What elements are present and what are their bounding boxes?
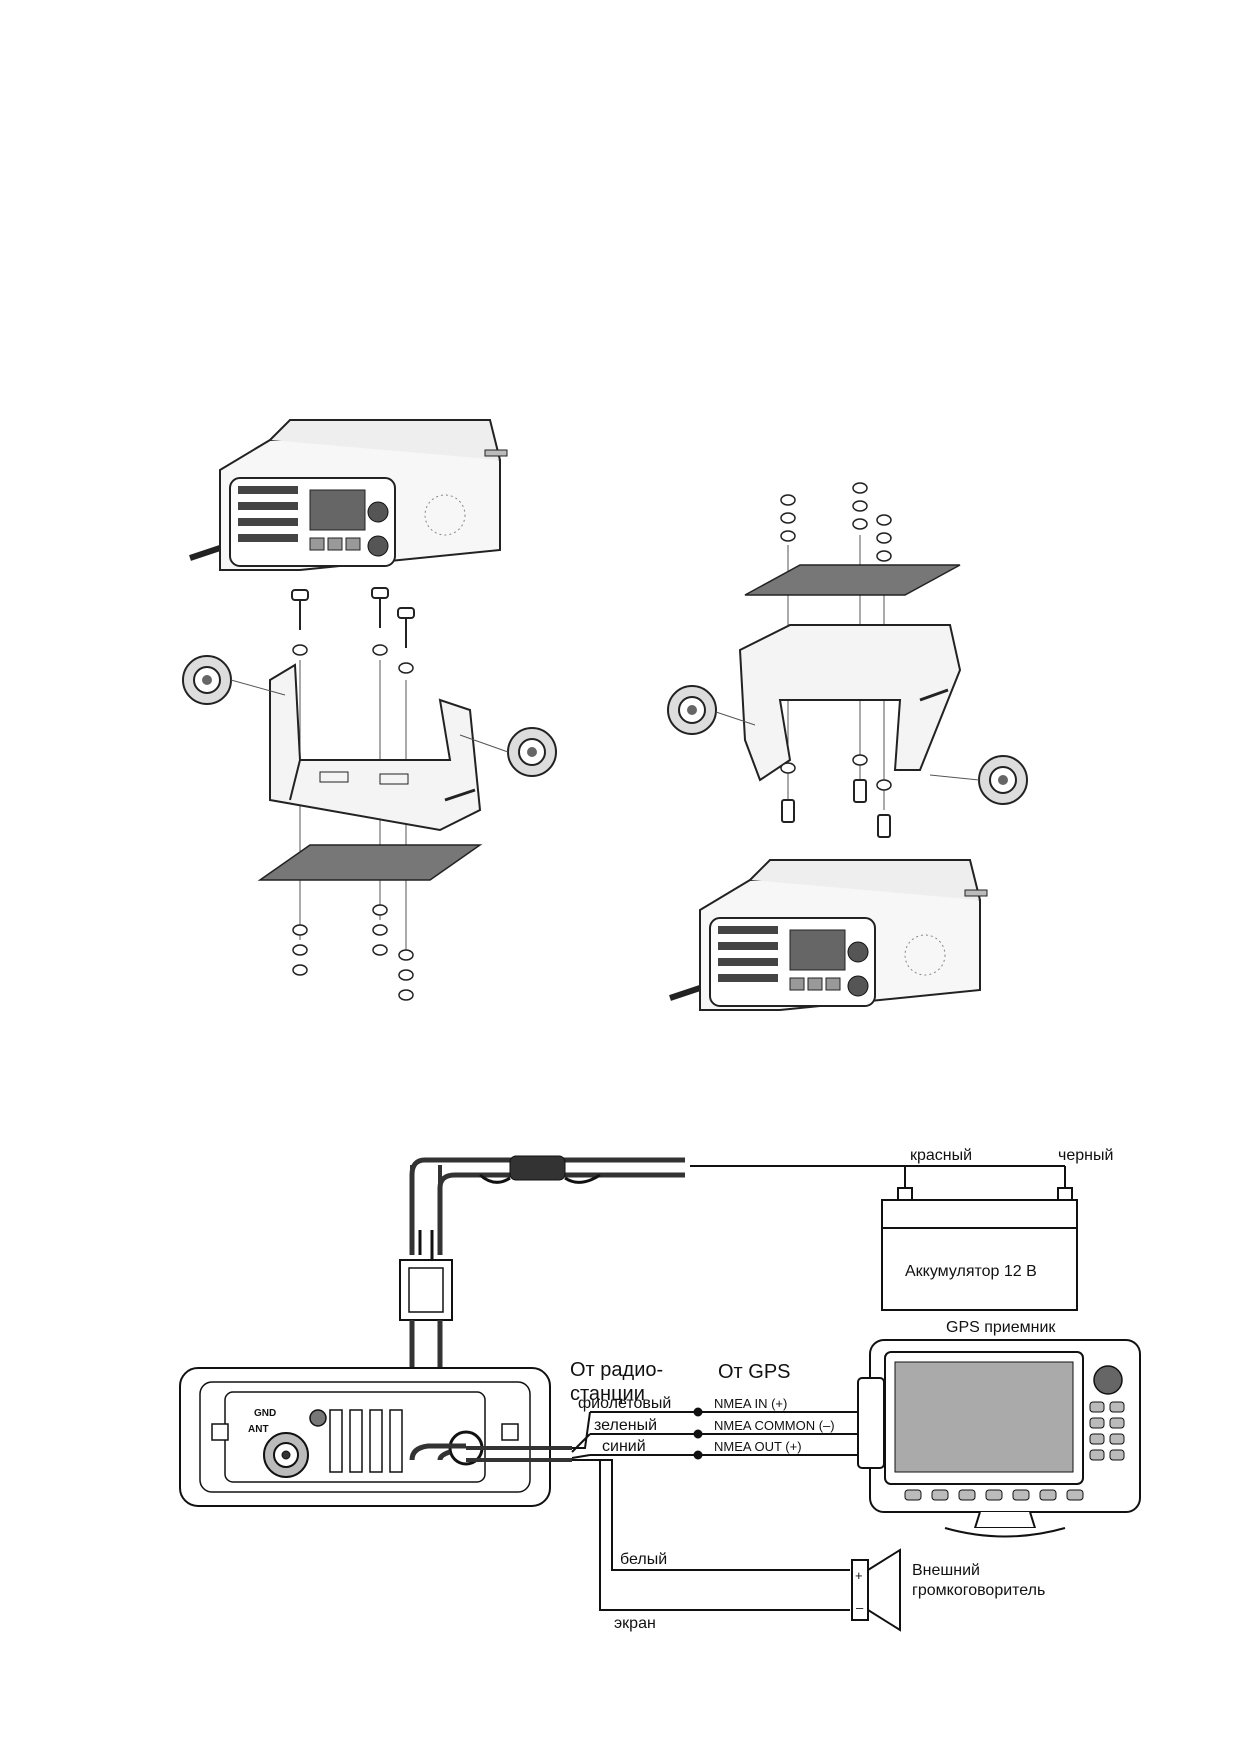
wire-violet-label: фиолетовый: [578, 1395, 671, 1412]
speaker-white-wire-label: белый: [620, 1551, 667, 1568]
nmea-in-label: NMEA IN (+): [714, 1396, 787, 1411]
bracket-mount-top-view: [182, 420, 557, 1001]
battery-black-wire-label: черный: [1058, 1147, 1113, 1164]
speaker-shield-wire-label: экран: [614, 1615, 656, 1632]
ant-terminal-label: ANT: [248, 1424, 269, 1435]
battery-red-wire-label: красный: [910, 1147, 972, 1164]
speaker-plus-label: +: [855, 1568, 863, 1583]
wire-green-label: зеленый: [594, 1417, 657, 1434]
speaker-label-line1: Внешний: [912, 1562, 980, 1579]
gnd-terminal-label: GND: [254, 1408, 276, 1419]
header-from-gps: От GPS: [718, 1361, 791, 1383]
nmea-out-label: NMEA OUT (+): [714, 1439, 802, 1454]
header-from-radio-line2: станции: [570, 1383, 645, 1405]
wiring-diagram: [179, 1155, 1141, 1632]
wire-blue-label: синий: [602, 1438, 646, 1455]
speaker-minus-label: –: [856, 1600, 864, 1615]
speaker-label-line2: громкоговоритель: [912, 1582, 1045, 1599]
gps-receiver-label: GPS приемник: [946, 1319, 1056, 1336]
battery-label: Аккумулятор 12 В: [905, 1263, 1037, 1280]
nmea-common-label: NMEA COMMON (–): [714, 1418, 835, 1433]
bracket-mount-overhead-view: [667, 482, 1028, 1010]
header-from-radio-line1: От радио-: [570, 1359, 663, 1381]
